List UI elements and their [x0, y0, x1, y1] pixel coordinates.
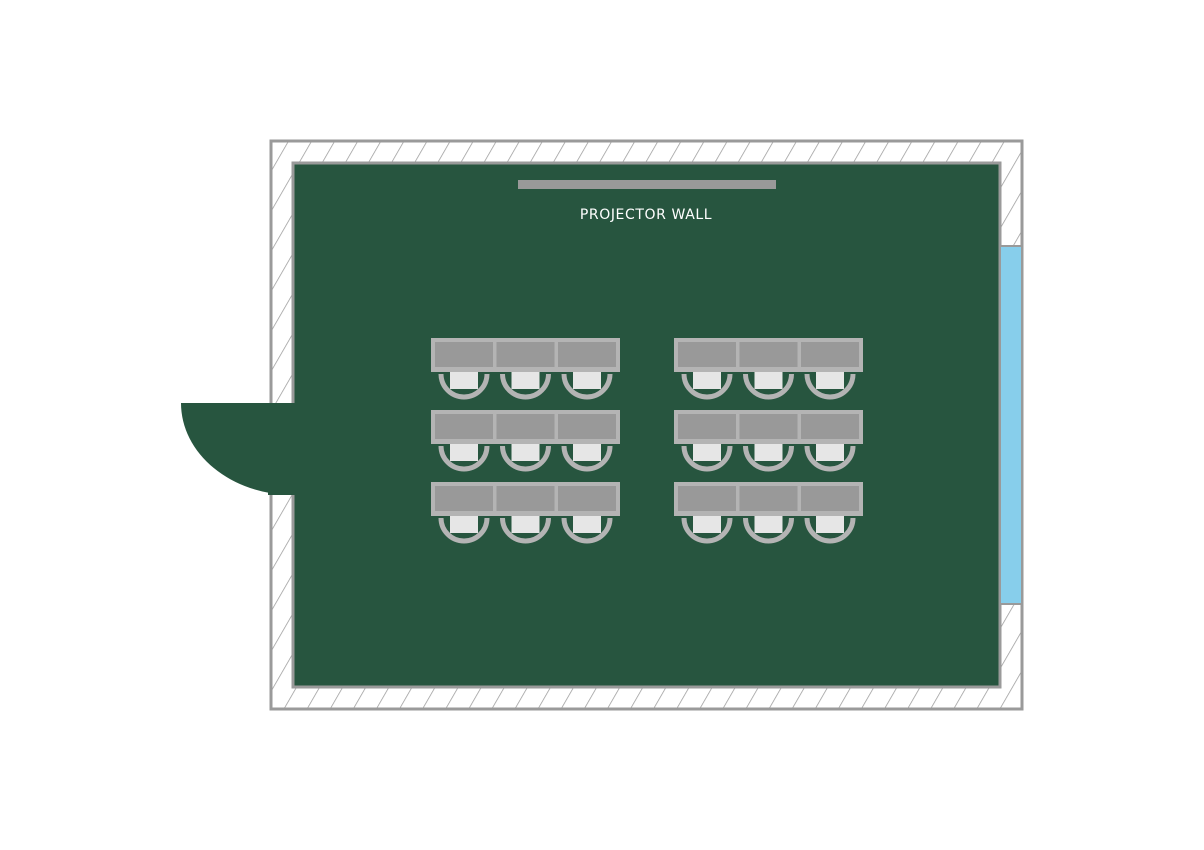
- chair-seat: [693, 516, 721, 533]
- chair-seat: [816, 516, 844, 533]
- chair[interactable]: [500, 445, 551, 472]
- chair-seat: [693, 444, 721, 461]
- chair[interactable]: [804, 445, 856, 472]
- desk-row: [431, 482, 620, 544]
- chair-seat: [450, 516, 478, 533]
- chair-seat: [693, 372, 721, 389]
- desk-segment: [558, 342, 616, 367]
- desk-area: [431, 338, 863, 544]
- chair-seat: [573, 444, 601, 461]
- desk-segment: [435, 342, 493, 367]
- desk-segment: [435, 414, 493, 439]
- chair-seat: [511, 516, 540, 533]
- desk-row: [674, 482, 863, 544]
- chair[interactable]: [804, 373, 856, 400]
- chair[interactable]: [681, 445, 733, 472]
- desk-row: [431, 338, 620, 400]
- desk-segment: [801, 414, 859, 439]
- chair[interactable]: [500, 517, 551, 544]
- chair[interactable]: [438, 445, 490, 472]
- chair-seat: [511, 444, 540, 461]
- chair-seat: [816, 444, 844, 461]
- desk-segment: [496, 414, 555, 439]
- chair-seat: [573, 372, 601, 389]
- chair[interactable]: [561, 445, 613, 472]
- desk-segment: [496, 342, 555, 367]
- chair-seat: [450, 444, 478, 461]
- chair[interactable]: [681, 517, 733, 544]
- chair[interactable]: [500, 373, 551, 400]
- chair[interactable]: [743, 445, 794, 472]
- desk-segment: [496, 486, 555, 511]
- desk-segment: [678, 486, 736, 511]
- desk-segment: [678, 414, 736, 439]
- desk-segment: [739, 486, 798, 511]
- chair-seat: [573, 516, 601, 533]
- chair[interactable]: [438, 373, 490, 400]
- chair[interactable]: [681, 373, 733, 400]
- chair[interactable]: [561, 517, 613, 544]
- desk-group-left: [431, 338, 620, 544]
- window: [999, 245, 1023, 605]
- chair[interactable]: [804, 517, 856, 544]
- chair-seat: [816, 372, 844, 389]
- desk-segment: [739, 342, 798, 367]
- chair-seat: [754, 444, 783, 461]
- chair[interactable]: [743, 373, 794, 400]
- desk-segment: [801, 342, 859, 367]
- desk-row: [674, 338, 863, 400]
- desk-segment: [435, 486, 493, 511]
- chair-seat: [754, 372, 783, 389]
- projector-screen: [518, 180, 776, 189]
- desk-segment: [739, 414, 798, 439]
- room-floor: [291, 161, 1002, 689]
- chair[interactable]: [438, 517, 490, 544]
- desk-group-right: [674, 338, 863, 544]
- desk-row: [674, 410, 863, 472]
- desk-segment: [801, 486, 859, 511]
- chair-seat: [511, 372, 540, 389]
- desk-segment: [558, 414, 616, 439]
- desk-segment: [558, 486, 616, 511]
- desk-segment: [678, 342, 736, 367]
- projector-wall-label: PROJECTOR WALL: [580, 207, 712, 223]
- chair-seat: [754, 516, 783, 533]
- door-swing[interactable]: [181, 403, 293, 495]
- chair[interactable]: [561, 373, 613, 400]
- chair[interactable]: [743, 517, 794, 544]
- desk-row: [431, 410, 620, 472]
- chair-seat: [450, 372, 478, 389]
